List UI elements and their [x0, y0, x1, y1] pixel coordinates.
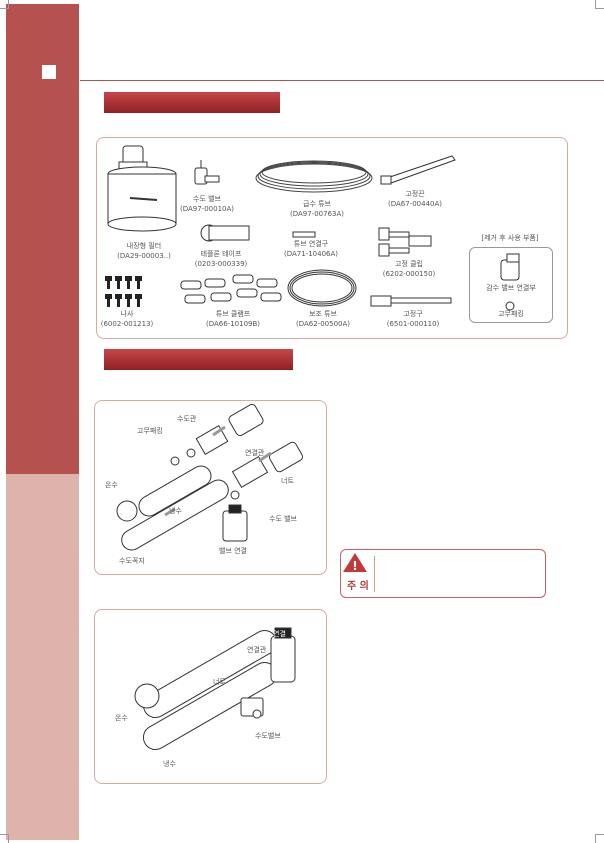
nut-label: 너트	[281, 477, 294, 485]
install-diagram-1-illustration	[116, 403, 304, 551]
faucet-label: 수도꼭지	[119, 557, 145, 565]
crop-mark-tr	[595, 0, 604, 9]
connector-code: (DA71-10406A)	[283, 250, 338, 258]
screws-code: (6002-001213)	[100, 320, 154, 328]
water-valve-label: 수도 밸브	[269, 515, 297, 523]
section-square-icon	[42, 65, 56, 79]
install-diagram-2-illustration	[134, 627, 296, 750]
valve-code: (DA97-00010A)	[179, 205, 234, 213]
tube-clamp-illustration	[180, 274, 282, 304]
screws-illustration	[105, 276, 142, 307]
filter-code: (DA29-00003..)	[117, 252, 171, 260]
fixer-code: (6501-000110)	[386, 320, 440, 328]
screws-label: 나사	[120, 310, 134, 318]
packing-label: 고무패킹	[137, 427, 163, 435]
tape-illustration	[200, 224, 250, 242]
callout-label: 밸브 연결	[219, 547, 247, 555]
caution-word: 주 의	[347, 581, 369, 592]
cable-tie-label: 고정끈	[405, 190, 425, 198]
parts-illustration	[105, 145, 456, 307]
tape-label: 테플론 테이프	[200, 250, 242, 258]
connector-illustration	[292, 231, 316, 238]
remove-item2-label: 고무패킹	[498, 310, 524, 318]
remove-parts-title: [제거 후 사용 부품]	[481, 234, 539, 242]
warning-icon: !	[343, 553, 367, 573]
fixer-illustration	[370, 295, 452, 307]
section-heading-bar-parts	[104, 92, 280, 113]
tube-clamp-code: (DA66-10109B)	[205, 320, 261, 328]
tube-code: (DA97-00763A)	[289, 210, 344, 218]
d2-water-valve-label: 수도밸브	[255, 732, 281, 740]
valve-conn-label: 수도관	[177, 415, 197, 423]
sidebar-accent-top	[6, 4, 79, 474]
d2-cold-label: 냉수	[163, 760, 176, 768]
d2-nut-label: 너트	[213, 678, 226, 686]
cable-tie-illustration	[380, 155, 456, 185]
d2-adapter-label: 연결관	[247, 646, 267, 654]
install-diagram-2: 연결관 너트 온수 냉수 수도밸브 연결	[94, 609, 327, 784]
header-rule	[80, 80, 604, 81]
caution-divider	[374, 556, 375, 592]
caution-box: ! 주 의	[340, 549, 546, 598]
tape-code: (0203-000339)	[194, 260, 248, 268]
clip-code: (6202-000150)	[382, 270, 436, 278]
tube-coil-illustration	[255, 160, 373, 193]
clip-illustration	[378, 227, 432, 257]
adapter-label: 연결관	[245, 449, 265, 457]
svg-text:!: !	[352, 559, 357, 573]
remove-item1-label: 감수 밸브 연결부	[486, 284, 536, 292]
valve-label: 수도 밸브	[193, 195, 221, 203]
d2-callout-label: 연결	[273, 630, 286, 638]
connector-label: 튜브 연결구	[293, 240, 329, 248]
crop-mark-br	[595, 834, 604, 843]
tube-label: 급수 튜브	[303, 200, 331, 208]
valve-illustration	[194, 160, 220, 185]
sidebar-accent-bottom	[6, 474, 79, 840]
fixer-label: 고정구	[403, 310, 423, 318]
filter-label: 내장형 필터	[126, 242, 162, 250]
remove-parts-illustration	[500, 253, 520, 311]
remove-parts-box: 감수 밸브 연결부 고무패킹	[469, 247, 553, 323]
crop-mark-tl	[0, 0, 9, 9]
hot-label: 온수	[105, 481, 118, 489]
section-heading-bar-install	[104, 349, 293, 370]
sub-tube-code: (DA62-00500A)	[295, 320, 350, 328]
sub-tube-label: 보조 튜브	[309, 310, 337, 318]
parts-box: 내장형 필터 (DA29-00003..) 수도 밸브 (DA97-00010A…	[96, 137, 568, 339]
cold-label: 냉수	[169, 507, 182, 515]
clip-label: 고정 클립	[395, 260, 423, 268]
d2-hot-label: 온수	[115, 714, 128, 722]
cable-tie-code: (DA67-00440A)	[387, 200, 442, 208]
tube-clamp-label: 튜브 클램프	[215, 310, 251, 318]
crop-mark-bl	[0, 834, 9, 843]
sub-tube-illustration	[287, 269, 357, 307]
filter-illustration	[107, 145, 177, 232]
install-diagram-1: 고무패킹 수도관 연결관 너트 수도 밸브 온수 냉수 수도꼭지 밸브 연결	[94, 400, 327, 575]
